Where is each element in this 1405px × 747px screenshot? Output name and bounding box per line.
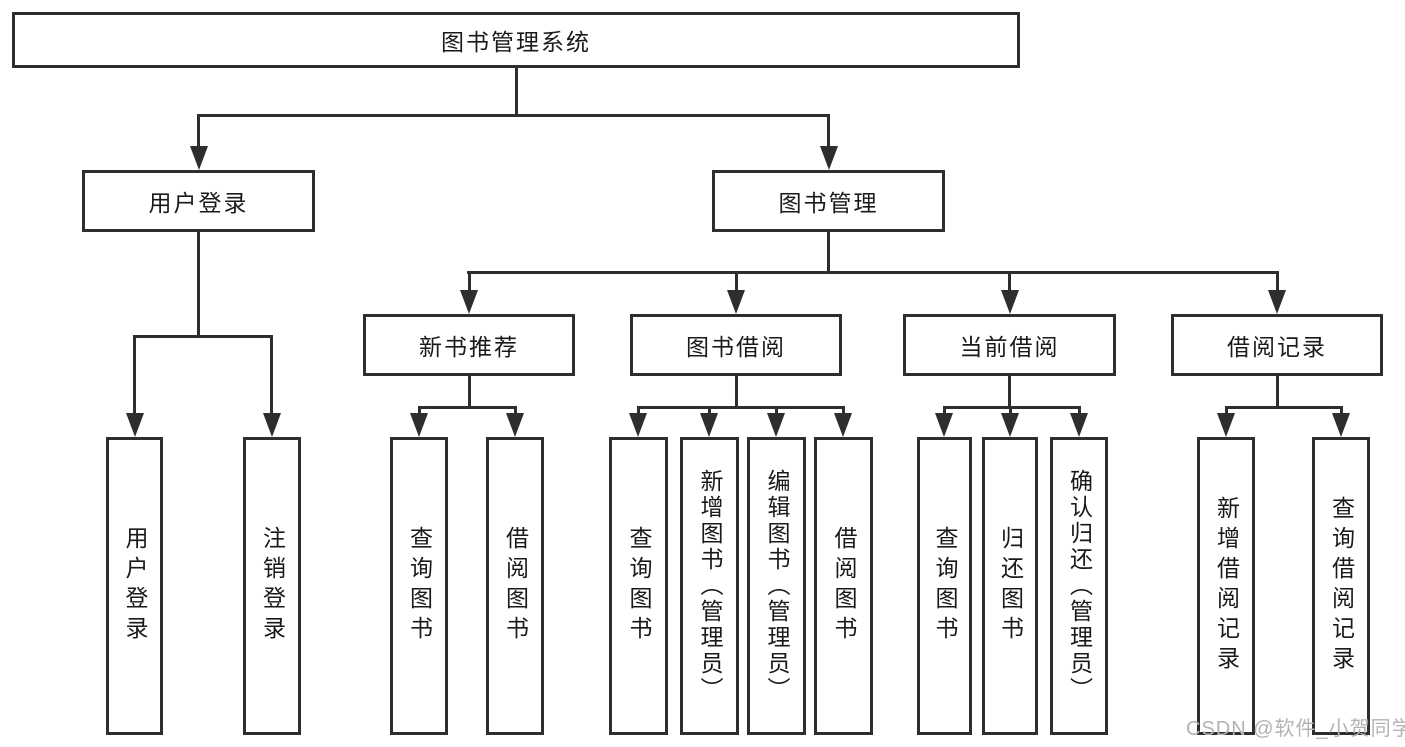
node-current-borrow: 当前借阅 [903,314,1116,376]
connector-c4-drop [842,406,845,416]
connector-c3-drop [775,406,778,416]
connector-b2-drop [514,406,517,416]
leaf-add-book-admin: 新增图书（管理员） [680,437,739,735]
connector-d2-drop [1009,406,1012,416]
leaf-return-book: 归还图书 [982,437,1038,735]
connector-borrow-records-stem [1276,376,1279,407]
leaf-query-books-borrow-label: 查询图书 [626,526,652,646]
arrowhead-c2 [700,413,718,437]
connector-e1-drop [1225,406,1228,416]
arrowhead-e1 [1217,413,1235,437]
connector-book-borrow-stem [735,376,738,407]
leaf-add-borrow-record-label: 新增借阅记录 [1213,496,1240,676]
node-new-book-recommend-label: 新书推荐 [419,334,519,360]
node-root-label: 图书管理系统 [441,29,591,55]
leaf-confirm-return-admin: 确认归还（管理员） [1050,437,1108,735]
arrowhead-b1 [410,413,428,437]
arrowhead-book-management [820,146,838,170]
connector-root-stem [515,68,518,117]
leaf-user-login: 用户登录 [106,437,163,735]
leaf-query-borrow-record: 查询借阅记录 [1312,437,1370,735]
connector-borrow-records-rail [1225,406,1342,409]
csdn-watermark: CSDN @软件_小贺同学 [1186,718,1405,740]
connector-book-borrow-rail [637,406,845,409]
leaf-query-books-current: 查询图书 [917,437,972,735]
leaf-add-borrow-record: 新增借阅记录 [1197,437,1255,735]
connector-current-borrow-stem [1008,376,1011,407]
leaf-edit-book-admin-label: 编辑图书（管理员） [764,469,790,703]
connector-b1-drop [418,406,421,416]
connector-new-book-drop [468,271,471,293]
node-book-management: 图书管理 [712,170,945,232]
leaf-query-books-borrow: 查询图书 [609,437,668,735]
leaf-query-books-recommend: 查询图书 [390,437,448,735]
leaf-query-borrow-record-label: 查询借阅记录 [1328,496,1355,676]
node-book-borrow-label: 图书借阅 [686,334,786,360]
arrowhead-c4 [834,413,852,437]
connector-e2-drop [1340,406,1343,416]
connector-leaf-login-drop [133,335,136,413]
connector-user-login-rail [133,335,273,338]
connector-borrow-records-drop [1276,271,1279,293]
arrowhead-d1 [935,413,953,437]
leaf-return-book-label: 归还图书 [997,526,1024,646]
leaf-borrow-books: 借阅图书 [814,437,873,735]
leaf-logout-label: 注销登录 [259,526,286,646]
arrowhead-c3 [767,413,785,437]
leaf-query-books-recommend-label: 查询图书 [406,526,433,646]
arrowhead-borrow-records [1268,290,1286,314]
leaf-user-login-label: 用户登录 [122,526,148,646]
arrowhead-new-book [460,290,478,314]
connector-c2-drop [708,406,711,416]
arrowhead-e2 [1332,413,1350,437]
leaf-add-book-admin-label: 新增图书（管理员） [697,469,723,703]
connector-book-management-stem [827,232,830,274]
arrowhead-current-borrow [1001,290,1019,314]
connector-c1-drop [637,406,640,416]
node-borrow-records: 借阅记录 [1171,314,1383,376]
arrowhead-b2 [506,413,524,437]
connector-d1-drop [943,406,946,416]
node-new-book-recommend: 新书推荐 [363,314,575,376]
node-borrow-records-label: 借阅记录 [1227,334,1327,360]
connector-level3-rail [467,271,1279,274]
arrowhead-c1 [629,413,647,437]
connector-new-book-stem [468,376,471,407]
leaf-query-books-current-label: 查询图书 [932,526,958,646]
leaf-edit-book-admin: 编辑图书（管理员） [747,437,806,735]
leaf-borrow-books-label: 借阅图书 [831,526,857,646]
connector-leaf-logout-drop [270,335,273,413]
leaf-borrow-books-recommend: 借阅图书 [486,437,544,735]
node-user-login: 用户登录 [82,170,315,232]
arrowhead-user-login [190,146,208,170]
arrowhead-book-borrow [727,290,745,314]
connector-user-login-drop [197,114,200,148]
leaf-logout: 注销登录 [243,437,301,735]
connector-d3-drop [1078,406,1081,416]
node-current-borrow-label: 当前借阅 [959,334,1060,360]
connector-level2-rail [197,114,830,117]
connector-current-borrow-drop [1008,271,1011,293]
arrowhead-d2 [1001,413,1019,437]
node-book-management-label: 图书管理 [778,190,879,216]
node-root: 图书管理系统 [12,12,1020,68]
arrowhead-d3 [1070,413,1088,437]
connector-book-borrow-drop [735,271,738,293]
node-user-login-label: 用户登录 [148,190,249,216]
connector-user-login-stem [197,232,200,337]
node-book-borrow: 图书借阅 [630,314,842,376]
arrowhead-leaf-login [126,413,144,437]
arrowhead-leaf-logout [263,413,281,437]
connector-new-book-rail [418,406,516,409]
leaf-confirm-return-admin-label: 确认归还（管理员） [1066,469,1093,703]
connector-book-management-drop [827,114,830,148]
leaf-borrow-books-recommend-label: 借阅图书 [502,526,529,646]
